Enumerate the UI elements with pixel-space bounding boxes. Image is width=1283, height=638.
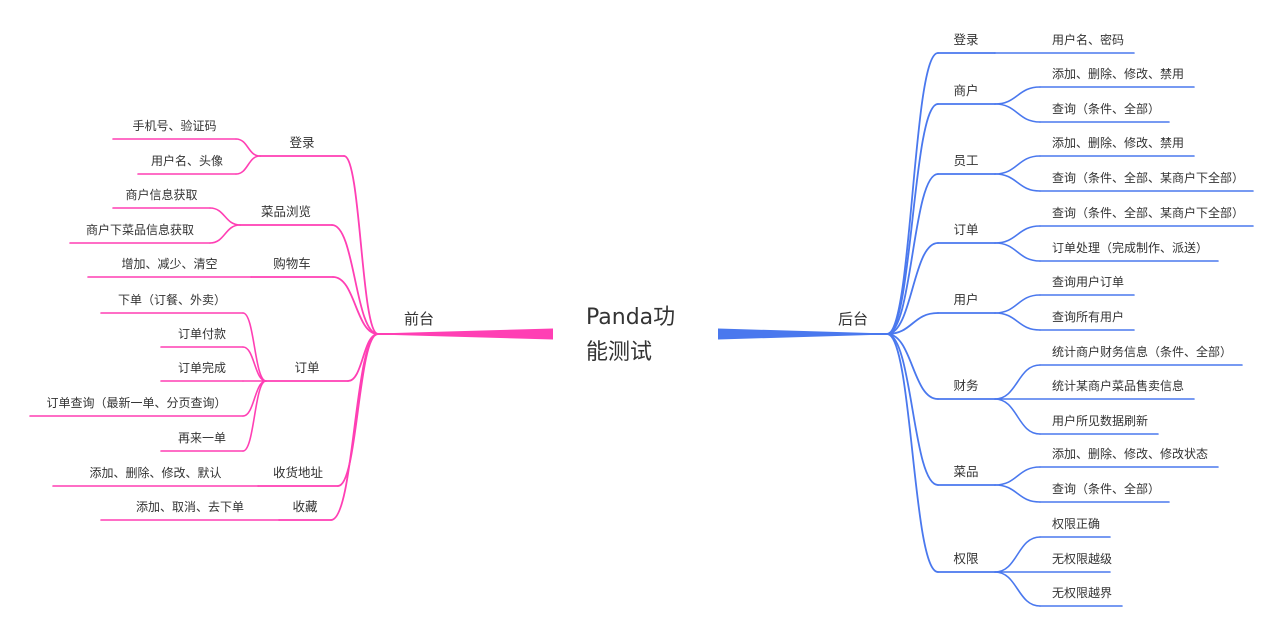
back-branch-label: 权限 bbox=[953, 551, 979, 566]
front-branch-label: 收货地址 bbox=[273, 465, 324, 480]
front-leaf-connector bbox=[209, 224, 241, 244]
back-branch-connector bbox=[886, 103, 939, 335]
back-branch-label: 订单 bbox=[953, 222, 978, 237]
back-leaf-label: 查询用户订单 bbox=[1052, 274, 1124, 289]
connector-lines bbox=[29, 52, 1254, 607]
front-leaf-label: 手机号、验证码 bbox=[132, 118, 216, 133]
front-leaf-label: 商户信息获取 bbox=[125, 187, 197, 202]
back-leaf-label: 统计商户财务信息（条件、全部） bbox=[1052, 344, 1232, 359]
back-branch-connector bbox=[886, 242, 939, 335]
back-leaf-label: 统计某商户菜品售卖信息 bbox=[1052, 378, 1184, 393]
back-branch-connector bbox=[886, 333, 939, 486]
back-leaf-label: 添加、删除、修改、禁用 bbox=[1052, 66, 1184, 81]
back-branch-connector bbox=[886, 312, 939, 335]
front-branch-label: 菜品浏览 bbox=[261, 204, 311, 219]
front-leaf-label: 添加、删除、修改、默认 bbox=[89, 465, 221, 480]
back-leaf-connector bbox=[994, 312, 1041, 331]
front-leaf-label: 再来一单 bbox=[178, 431, 226, 445]
front-leaf-connector bbox=[235, 138, 261, 157]
back-branch-connector bbox=[886, 333, 939, 400]
back-leaf-connector bbox=[994, 155, 1041, 175]
back-branch-label: 财务 bbox=[953, 378, 978, 393]
front-leaf-connector bbox=[242, 312, 267, 382]
front-leaf-label: 下单（订餐、外卖） bbox=[118, 292, 226, 307]
front-leaf-label: 添加、取消、去下单 bbox=[136, 500, 244, 514]
back-branch-label: 商户 bbox=[953, 83, 978, 98]
back-leaf-connector bbox=[994, 86, 1041, 105]
front-branch-connector bbox=[331, 224, 379, 335]
back-leaf-label: 无权限越界 bbox=[1052, 586, 1112, 600]
back-leaf-connector bbox=[994, 294, 1041, 314]
back-leaf-connector bbox=[994, 225, 1041, 244]
front-leaf-connector bbox=[242, 380, 267, 417]
back-leaf-label: 无权限越级 bbox=[1052, 552, 1112, 566]
back-leaf-connector bbox=[994, 173, 1041, 192]
front-main-label: 前台 bbox=[404, 310, 434, 328]
front-leaf-connector bbox=[235, 155, 261, 175]
front-branch-connector bbox=[343, 155, 379, 335]
back-leaf-label: 查询（条件、全部） bbox=[1052, 101, 1160, 116]
front-leaf-label: 商户下菜品信息获取 bbox=[86, 222, 194, 237]
back-branch-label: 登录 bbox=[953, 32, 978, 47]
back-leaf-label: 用户所见数据刷新 bbox=[1052, 413, 1148, 428]
front-branch-connector bbox=[330, 333, 379, 521]
node-labels: Panda功能测试前台后台登录手机号、验证码用户名、头像菜品浏览商户信息获取商户… bbox=[46, 32, 1244, 600]
back-branch-label: 菜品 bbox=[953, 464, 978, 479]
back-leaf-label: 用户名、密码 bbox=[1052, 32, 1124, 47]
back-leaf-label: 查询（条件、全部、某商户下全部） bbox=[1052, 205, 1244, 220]
front-branch-connector bbox=[337, 333, 379, 487]
back-leaf-label: 订单处理（完成制作、派送） bbox=[1052, 240, 1208, 255]
front-root-connector bbox=[378, 328, 553, 340]
back-leaf-connector bbox=[994, 466, 1041, 486]
root-title-line1: Panda功 bbox=[586, 305, 675, 330]
front-branch-label: 订单 bbox=[294, 360, 319, 375]
root-title-line2: 能测试 bbox=[586, 340, 652, 365]
front-leaf-connector bbox=[242, 346, 267, 382]
back-leaf-connector bbox=[994, 536, 1041, 573]
front-leaf-connector bbox=[209, 207, 241, 226]
back-leaf-label: 查询所有用户 bbox=[1052, 309, 1124, 324]
back-branch-connector bbox=[886, 52, 939, 335]
front-branch-label: 收藏 bbox=[292, 499, 318, 514]
back-leaf-connector bbox=[994, 242, 1041, 262]
front-branch-connector bbox=[332, 276, 379, 335]
front-branch-label: 购物车 bbox=[273, 256, 311, 271]
back-leaf-label: 权限正确 bbox=[1052, 517, 1100, 531]
back-branch-connector bbox=[886, 333, 939, 573]
back-leaf-connector bbox=[994, 398, 1041, 435]
back-leaf-label: 查询（条件、全部） bbox=[1052, 481, 1160, 496]
front-leaf-label: 增加、减少、清空 bbox=[121, 257, 217, 271]
front-leaf-connector bbox=[242, 380, 267, 452]
back-branch-label: 员工 bbox=[953, 153, 978, 168]
front-leaf-label: 订单完成 bbox=[178, 360, 226, 375]
back-leaf-connector bbox=[994, 364, 1041, 400]
front-branch-label: 登录 bbox=[289, 135, 314, 150]
back-branch-connector bbox=[886, 173, 939, 335]
front-leaf-label: 订单查询（最新一单、分页查询） bbox=[46, 395, 226, 410]
back-root-connector bbox=[718, 328, 887, 340]
front-leaf-label: 订单付款 bbox=[178, 327, 226, 341]
back-leaf-label: 查询（条件、全部、某商户下全部） bbox=[1052, 170, 1244, 185]
back-leaf-connector bbox=[994, 571, 1041, 607]
back-branch-label: 用户 bbox=[953, 292, 978, 307]
back-leaf-label: 添加、删除、修改、禁用 bbox=[1052, 135, 1184, 150]
back-main-label: 后台 bbox=[838, 310, 868, 328]
front-leaf-label: 用户名、头像 bbox=[151, 153, 223, 168]
back-leaf-connector bbox=[994, 484, 1041, 503]
back-leaf-connector bbox=[994, 103, 1041, 123]
back-leaf-label: 添加、删除、修改、修改状态 bbox=[1052, 446, 1208, 461]
